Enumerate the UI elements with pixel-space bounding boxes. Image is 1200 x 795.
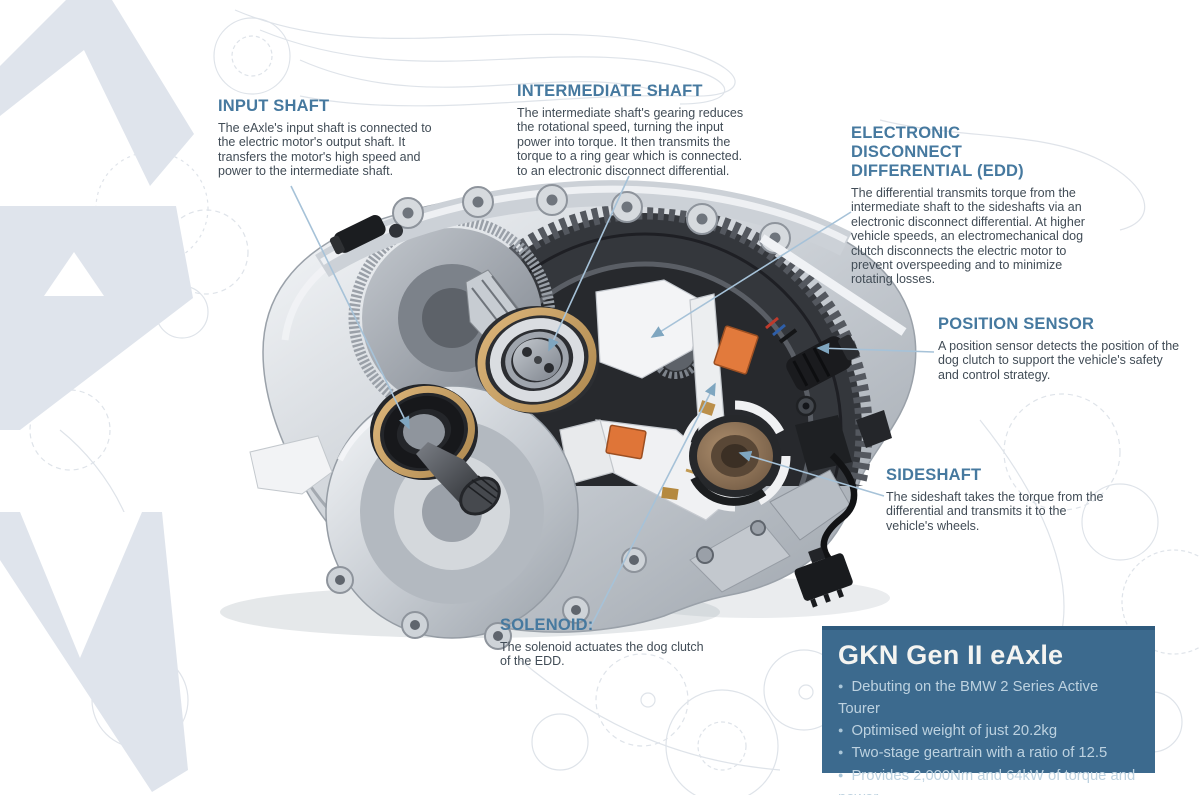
info-box-bullet: Debuting on the BMW 2 Series Active Tour… [838, 677, 1140, 721]
callout-body: The sideshaft takes the torque from the … [886, 490, 1104, 533]
leader-solenoid [589, 382, 716, 629]
info-box: GKN Gen II eAxle Debuting on the BMW 2 S… [822, 626, 1155, 795]
leader-intermediate-shaft [548, 175, 630, 352]
callout-solenoid: SOLENOID: The solenoid actuates the dog … [500, 616, 710, 669]
info-box-title: GKN Gen II eAxle [838, 640, 1064, 670]
callout-body: A position sensor detects the position o… [938, 339, 1180, 382]
solenoid-coils [605, 325, 759, 501]
callout-body: The solenoid actuates the dog clutch of … [500, 640, 704, 669]
info-box-bullet: Provides 2,000Nm and 64kW of torque and … [838, 766, 1140, 795]
leader-input-shaft [290, 185, 410, 430]
callout-title: ELECTRONIC DISCONNECT DIFFERENTIAL (EDD) [851, 124, 1024, 180]
callout-title: SOLENOID: [500, 616, 594, 634]
callout-input-shaft: INPUT SHAFT The eAxle's input shaft is c… [218, 97, 436, 179]
info-box-bullet: Two-stage geartrain with a ratio of 12.5 [838, 743, 1140, 765]
callout-intermediate-shaft: INTERMEDIATE SHAFT The intermediate shaf… [517, 82, 753, 178]
callout-position-sensor: POSITION SENSOR A position sensor detect… [938, 315, 1183, 382]
callout-title: INTERMEDIATE SHAFT [517, 82, 703, 100]
callout-title: SIDESHAFT [886, 466, 982, 484]
callout-title: INPUT SHAFT [218, 97, 330, 115]
callout-edd: ELECTRONIC DISCONNECT DIFFERENTIAL (EDD)… [851, 124, 1096, 287]
input-shaft-assembly [370, 384, 501, 516]
callout-body: The eAxle's input shaft is connected to … [218, 121, 432, 179]
callout-title: POSITION SENSOR [938, 315, 1095, 333]
leader-sideshaft [738, 450, 885, 497]
chevron-notches [20, 252, 142, 658]
leader-edd [650, 211, 852, 338]
sideshaft-bore [689, 415, 781, 506]
callout-body: The intermediate shaft's gearing reduces… [517, 106, 744, 178]
leader-position-sensor [816, 342, 935, 354]
callout-body: The differential transmits torque from t… [851, 186, 1085, 287]
info-box-bullet: Optimised weight of just 20.2kg [838, 721, 1140, 743]
intermediate-bearing [465, 269, 599, 414]
breather-plug [329, 215, 404, 255]
leader-lines [290, 175, 935, 629]
info-box-bullet-list: Debuting on the BMW 2 Series Active Tour… [838, 677, 1140, 795]
callout-sideshaft: SIDESHAFT The sideshaft takes the torque… [886, 466, 1112, 533]
chevron-motif [0, 0, 194, 792]
position-sensor-assembly [765, 316, 892, 608]
